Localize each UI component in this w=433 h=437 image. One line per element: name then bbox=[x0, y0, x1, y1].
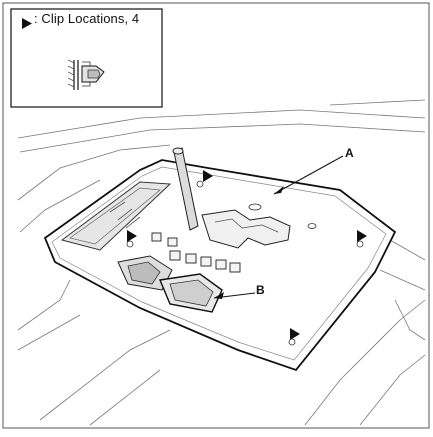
clip-detail-illustration bbox=[67, 59, 105, 90]
switch-buttons bbox=[151, 232, 241, 273]
clip-marker-4 bbox=[290, 328, 300, 340]
gate-recess-inner bbox=[69, 187, 161, 245]
cover-panel-inner-edge bbox=[51, 166, 387, 361]
gate-recess bbox=[60, 181, 172, 251]
inset-detail-box bbox=[10, 8, 163, 108]
legend-marker-icon bbox=[22, 18, 32, 29]
callout-label-b: B bbox=[256, 283, 265, 297]
clip-marker-1 bbox=[203, 170, 213, 182]
outer-frame bbox=[2, 2, 430, 429]
clip-marker-3 bbox=[357, 230, 367, 242]
gate-grille bbox=[109, 201, 141, 229]
legend-text: : Clip Locations, 4 bbox=[34, 11, 140, 26]
callout-label-a: A bbox=[345, 146, 354, 160]
clip-marker-2 bbox=[127, 230, 137, 242]
shift-pattern-slot bbox=[201, 209, 291, 249]
console-body-lines bbox=[17, 99, 426, 426]
clip-markers bbox=[127, 170, 367, 340]
leader-line-a bbox=[273, 155, 344, 195]
